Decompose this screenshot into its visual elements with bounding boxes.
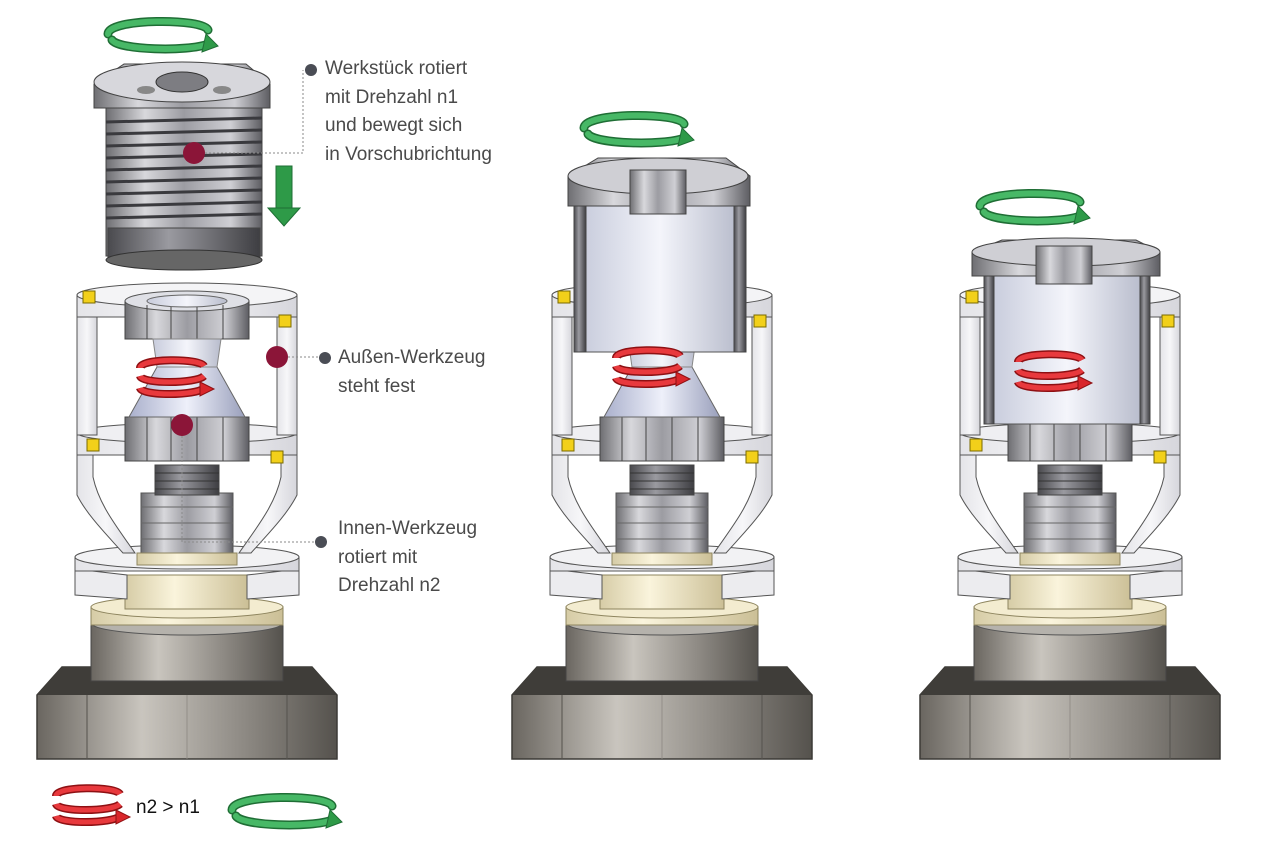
- assembly-engaged: [919, 193, 1221, 760]
- inner-tool-annotation-line-2: rotiert mit: [338, 546, 418, 568]
- assembly-exploded: [36, 21, 338, 760]
- slow-rotation-arrow-icon: [232, 797, 342, 828]
- workpiece-annotation-line-1: Werkstück rotiert: [325, 58, 468, 79]
- outer-tool-annotation-line-1: Außen-Werkzeug: [338, 347, 486, 368]
- leader-dot-outer-tool: [319, 352, 331, 364]
- contact-point-outer-tool: [266, 346, 288, 368]
- inner-tool-annotation-line-3: Drehzahl n2: [338, 575, 441, 596]
- workpiece-annotation-line-4: in Vorschubrichtung: [325, 143, 492, 165]
- contact-point-inner-tool: [171, 414, 193, 436]
- workpiece: [93, 61, 271, 271]
- inner-tool-annotation: Innen-Werkzeug rotiert mit Drehzahl n2: [338, 515, 477, 601]
- speed-relation-label: n2 > n1: [136, 797, 200, 818]
- assembly-engaging: [511, 115, 813, 760]
- outer-tool-annotation-line-2: steht fest: [338, 375, 416, 397]
- feed-direction-arrow: [266, 165, 302, 227]
- fast-rotation-arrow-icon: [56, 788, 130, 824]
- inner-tool-annotation-line-1: Innen-Werkzeug: [338, 518, 478, 539]
- contact-point-workpiece: [183, 142, 205, 164]
- outer-tool-annotation: Außen-Werkzeug steht fest: [338, 344, 486, 401]
- workpiece-engaged: [567, 157, 751, 353]
- workpiece-annotation-line-2: mit Drehzahl n1: [325, 86, 459, 108]
- workpiece-inserted: [971, 237, 1161, 425]
- workpiece-annotation: Werkstück rotiert mit Drehzahl n1 und be…: [325, 55, 492, 169]
- workpiece-annotation-line-3: und bewegt sich: [325, 115, 463, 136]
- leader-dot-inner-tool: [315, 536, 327, 548]
- leader-dot-workpiece: [305, 64, 317, 76]
